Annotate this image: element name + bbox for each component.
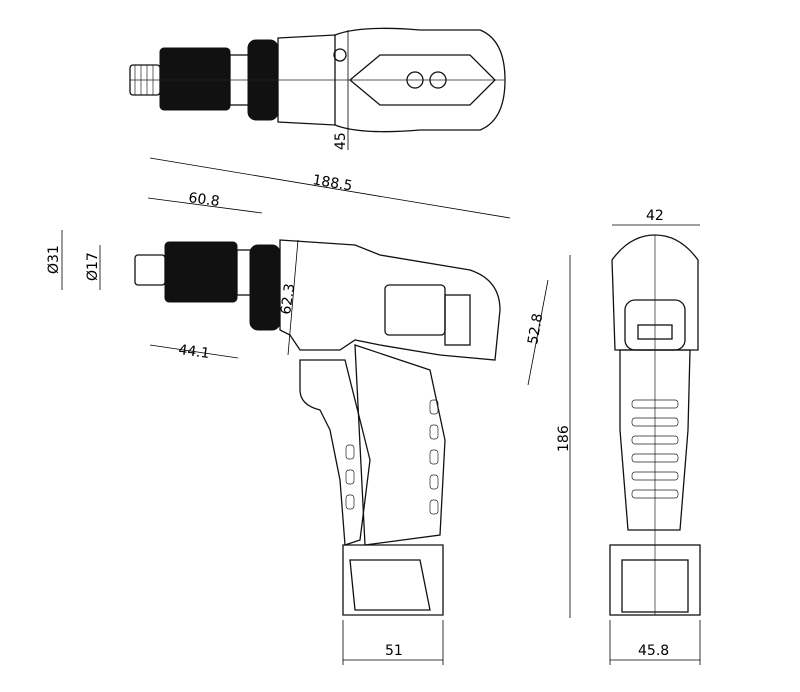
dim-battery-length: 51 <box>385 643 403 659</box>
dim-battery-width: 45.8 <box>638 643 669 659</box>
dim-overall-height: 186 <box>556 425 572 452</box>
side-view: 188.5 60.8 Ø31 Ø17 62.3 52.8 44.1 186 51 <box>46 157 572 665</box>
top-view: 45 <box>129 27 506 150</box>
dim-bit-diameter: Ø17 <box>85 252 101 281</box>
dim-front-width: 42 <box>646 208 664 224</box>
dim-chuck-diameter: Ø31 <box>46 245 62 274</box>
dim-body-height: 52.8 <box>525 312 546 345</box>
front-view: 42 45.8 <box>609 208 701 665</box>
dim-chuck-length: 60.8 <box>187 190 220 210</box>
dim-head-height: 62.3 <box>278 282 298 315</box>
dim-top-height: 45 <box>333 132 349 150</box>
dim-chuck-offset: 44.1 <box>177 342 210 362</box>
dim-overall-length: 188.5 <box>311 172 353 194</box>
